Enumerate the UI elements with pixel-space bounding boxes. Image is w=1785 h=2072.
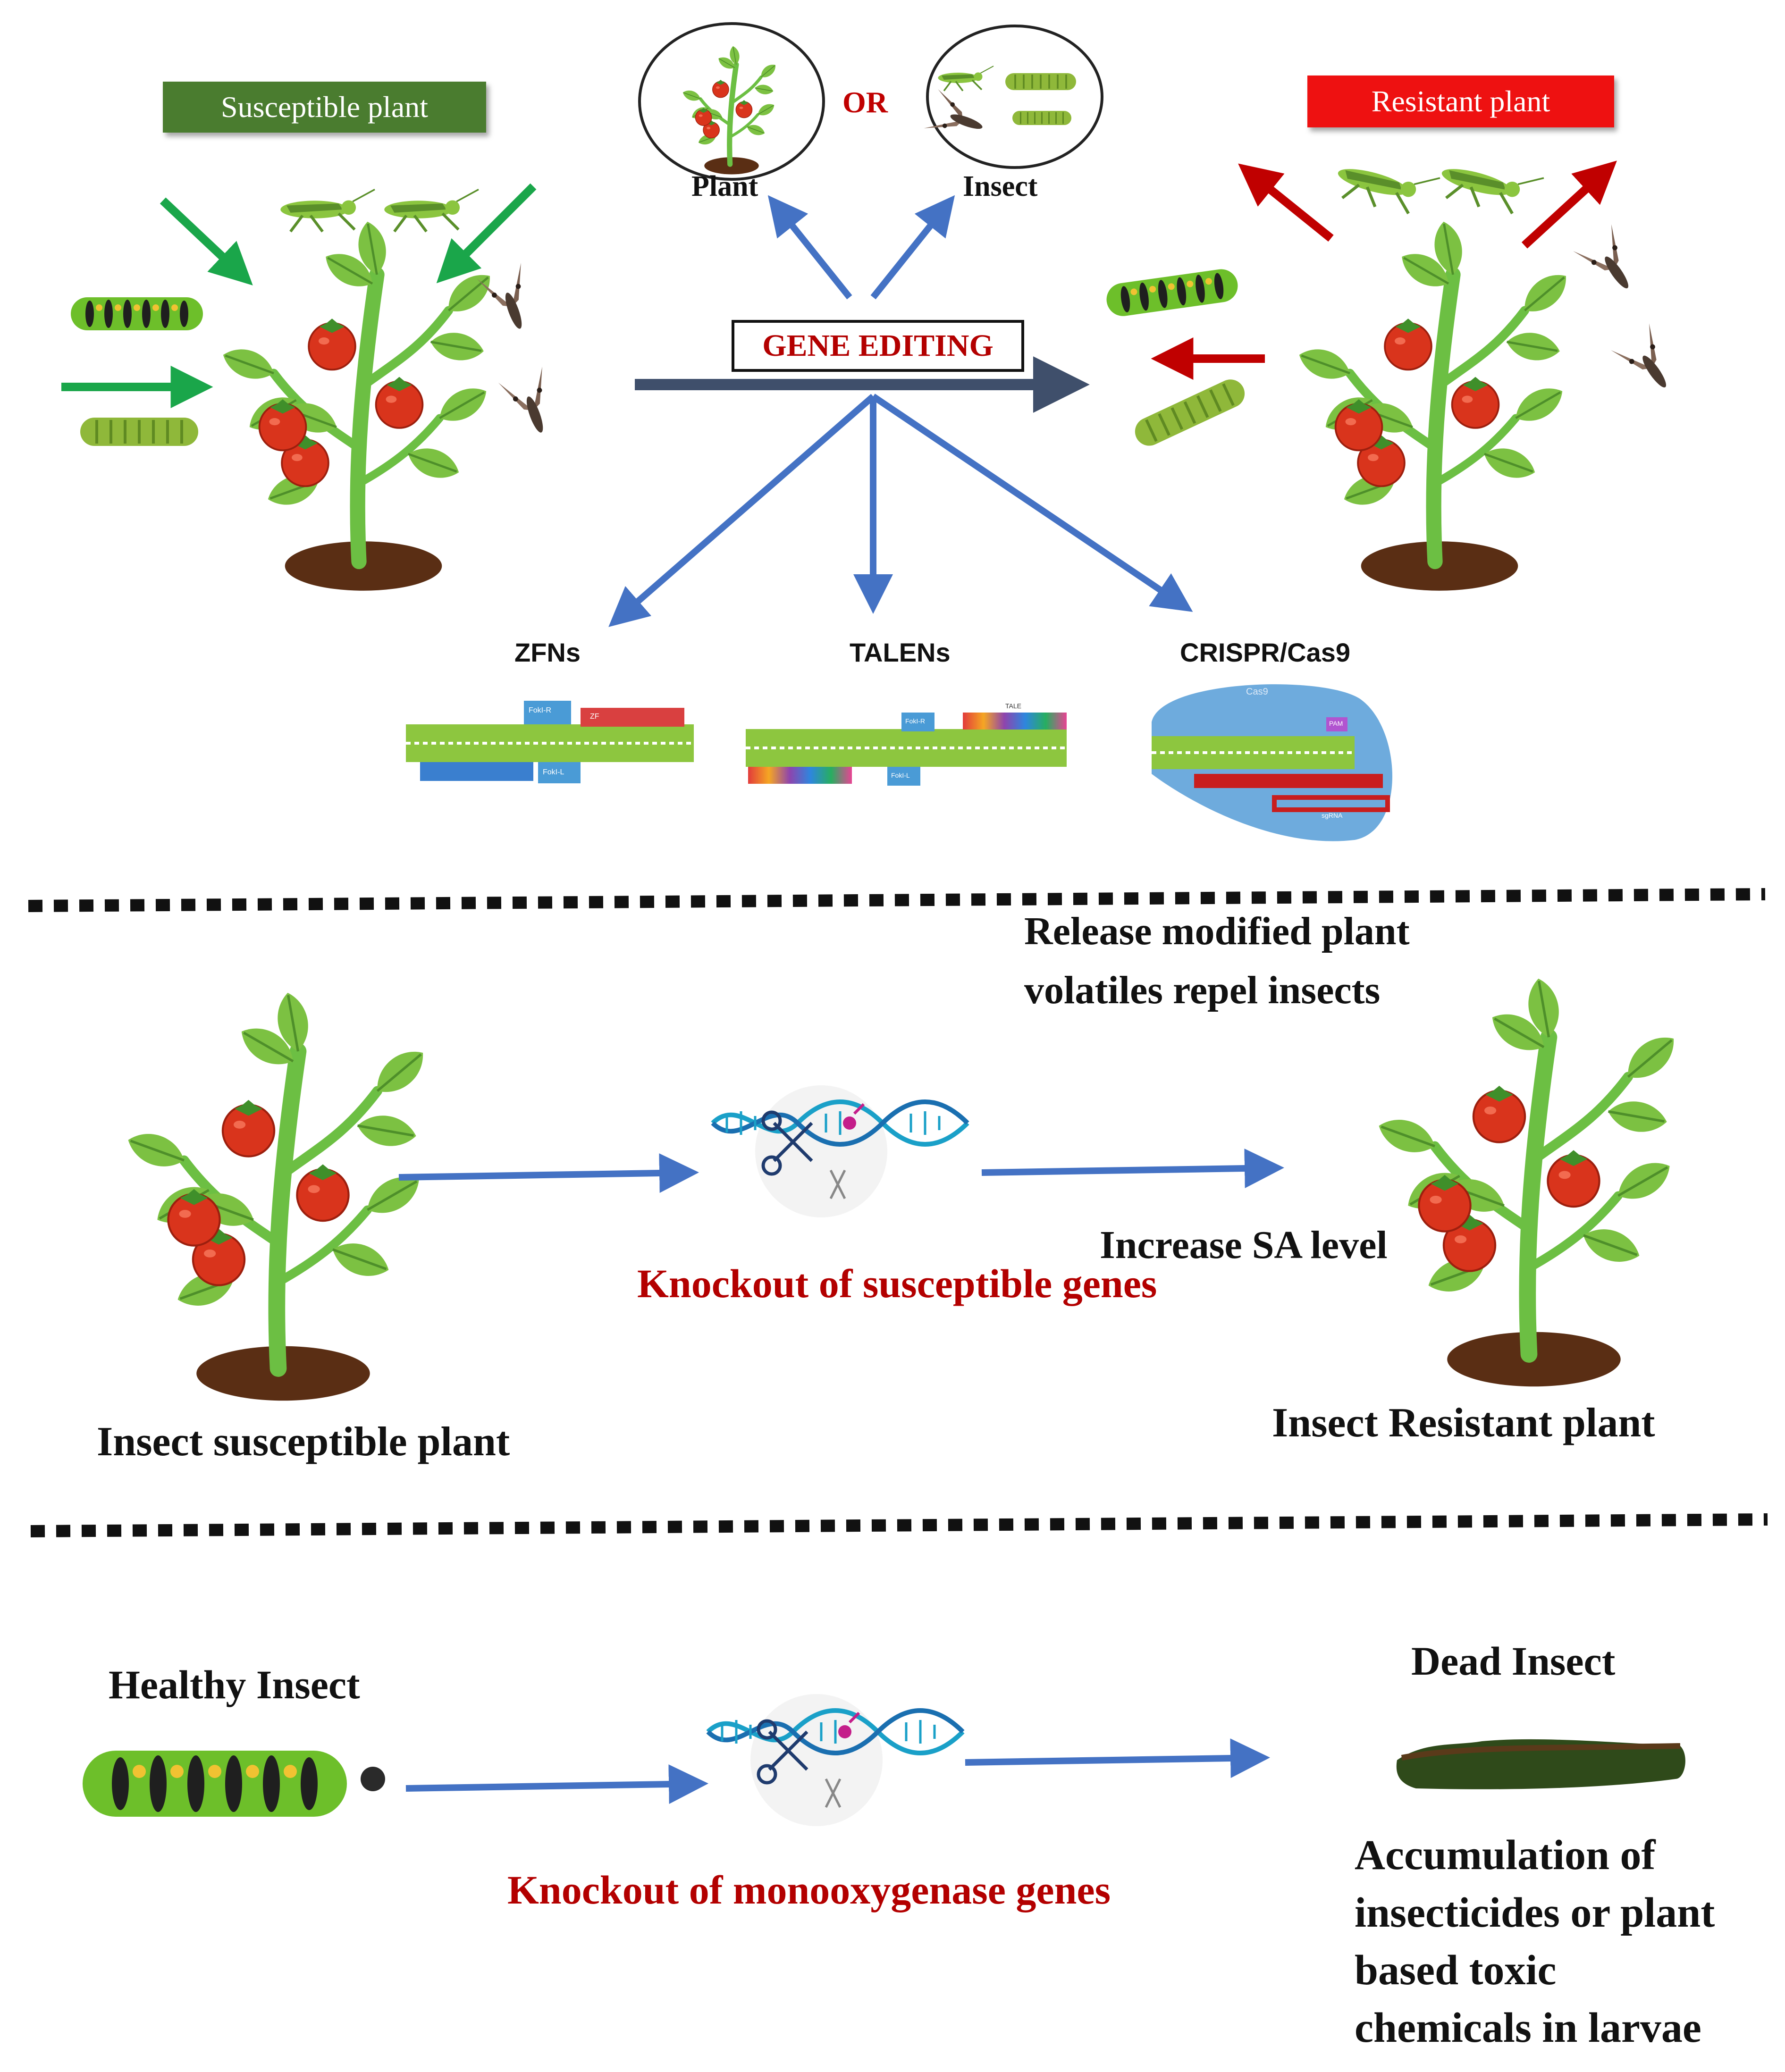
caterpillar-icon: [1104, 267, 1240, 319]
divider-2: [30, 1513, 1768, 1537]
increase-sa-level-label: Increase SA level: [1100, 1223, 1388, 1267]
red-arrow-left-up: [1238, 163, 1334, 242]
arrow-to-dead: [965, 1738, 1270, 1778]
dna-scissors-icon: [708, 1694, 963, 1826]
accumulation-line4: chemicals in larvae: [1355, 2005, 1701, 2051]
resistant-plant-large: [1374, 976, 1683, 1386]
resistant-plant-label-text: Resistant plant: [1371, 84, 1550, 118]
zfns-label: ZFNs: [514, 638, 581, 667]
susceptible-plant-illustration: [219, 219, 498, 591]
pam-inset-text: PAM: [1329, 720, 1343, 727]
arrow-to-plant: [767, 195, 852, 300]
green-arrow-1: [160, 197, 253, 285]
susceptible-plant-label-text: Susceptible plant: [220, 90, 429, 124]
gene-editing-box: GENE EDITING: [732, 320, 1024, 372]
talens-label: TALENs: [850, 638, 951, 667]
resistant-plant-label: Resistant plant: [1307, 75, 1614, 127]
moth-icon: [1610, 323, 1684, 401]
grasshopper-icon: [1332, 152, 1440, 221]
green-caterpillar-icon: [80, 418, 198, 446]
crispr-cas9-label: CRISPR/Cas9: [1180, 638, 1351, 667]
healthy-insect-label: Healthy Insect: [109, 1662, 360, 1707]
sgrna-inset-text: sgRNA: [1322, 812, 1343, 819]
grasshopper-icon: [1436, 152, 1544, 221]
grasshopper-icon: [384, 190, 479, 232]
accumulation-line1: Accumulation of: [1355, 1832, 1656, 1879]
knockout-monooxygenase-genes-label: Knockout of monooxygenase genes: [507, 1867, 1111, 1913]
talen-fokl-l-text: FokI-L: [891, 772, 910, 779]
talen-tale-text: TALE: [1005, 702, 1021, 710]
volatiles-text-line2: volatiles repel insects: [1024, 968, 1381, 1012]
accumulation-line2: insecticides or plant: [1355, 1889, 1715, 1936]
divider-1: [28, 888, 1766, 912]
arrow-to-monooxygenase: [405, 1764, 708, 1804]
knockout-susceptible-genes-label: Knockout of susceptible genes: [637, 1261, 1157, 1306]
arrow-to-zfns: [608, 394, 876, 627]
small-worm-icon: [1011, 110, 1072, 126]
arrow-to-crispr: [871, 394, 1193, 612]
dead-insect-label: Dead Insect: [1411, 1638, 1616, 1684]
zfn-fokl-l-text: FokI-L: [543, 768, 564, 776]
dna-scissors-icon: [713, 1085, 968, 1217]
gene-editing-label: GENE EDITING: [762, 328, 994, 363]
grasshopper-icon: [280, 190, 375, 232]
arrow-to-insect: [870, 195, 955, 300]
insect-resistant-plant-caption: Insect Resistant plant: [1272, 1400, 1655, 1446]
green-caterpillar-icon: [1130, 375, 1249, 450]
green-arrow-2: [436, 183, 537, 284]
accumulation-line3: based toxic: [1355, 1947, 1557, 1994]
susceptible-plant-label: Susceptible plant: [163, 82, 486, 133]
talens-inset: [746, 713, 1067, 786]
arrow-to-knockout: [398, 1153, 699, 1193]
cas9-inset-text: Cas9: [1246, 687, 1268, 697]
plant-choice-label: Plant: [691, 170, 758, 202]
or-label: OR: [842, 85, 888, 119]
arrow-to-resistant: [981, 1149, 1284, 1189]
resistant-plant-illustration: [1295, 219, 1575, 591]
red-arrow-right-up: [1521, 160, 1617, 249]
talen-fokl-r-text: FokI-R: [905, 717, 925, 725]
moth-icon: [477, 262, 542, 337]
moth-icon: [1573, 224, 1647, 302]
caterpillar-icon: [71, 297, 203, 330]
insect-choice-circle: [926, 25, 1103, 169]
healthy-caterpillar-icon: [83, 1751, 347, 1817]
crispr-inset: [1152, 684, 1392, 841]
small-caterpillar-icon: [1004, 72, 1077, 91]
zfn-fokl-r-text: FokI-R: [529, 706, 551, 714]
volatiles-text-line1: Release modified plant: [1024, 909, 1410, 953]
moth-icon: [498, 366, 564, 441]
insect-choice-label: Insect: [963, 170, 1038, 202]
susceptible-plant-large: [123, 990, 432, 1401]
insect-susceptible-plant-caption: Insect susceptible plant: [97, 1419, 510, 1465]
zfns-inset: [406, 701, 694, 783]
zfn-zf-text: ZF: [590, 713, 599, 721]
